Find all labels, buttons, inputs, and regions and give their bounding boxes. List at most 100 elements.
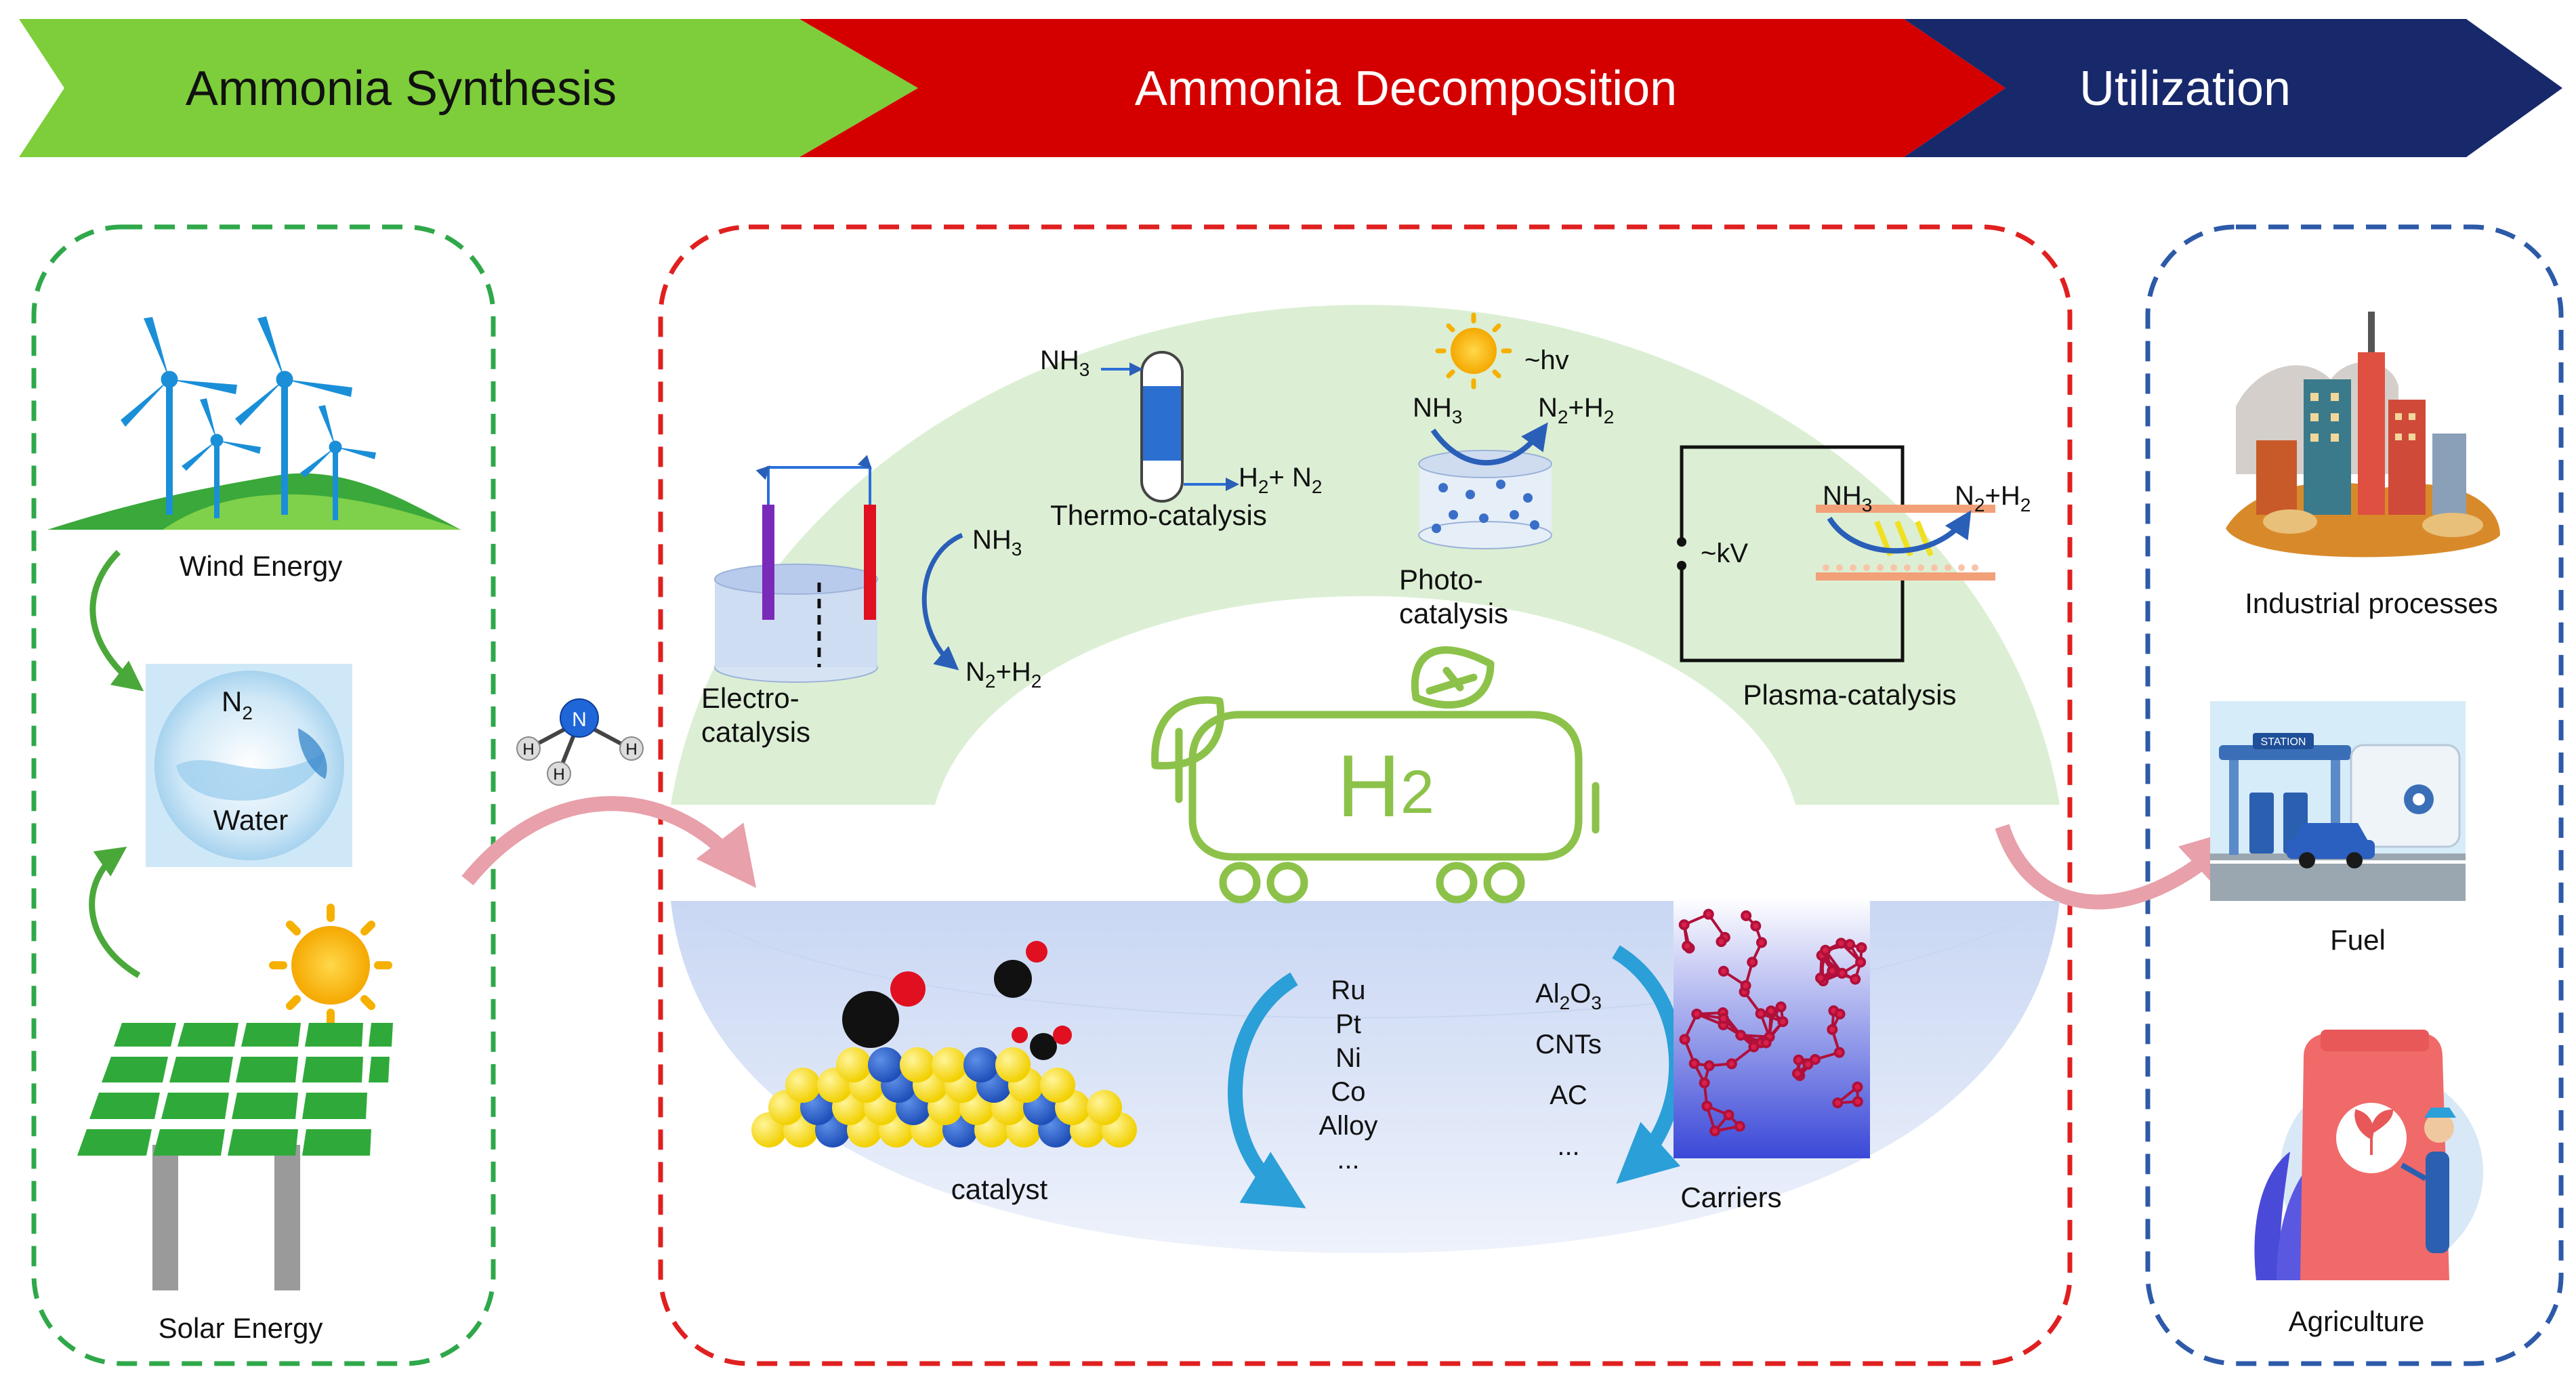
photo-hv-label: ~hv [1524,345,1569,375]
lattice-node [1857,944,1865,952]
ammonia-molecule-icon: N H H H [517,699,643,785]
catalyst-atom [1087,1090,1122,1125]
wind-energy-label: Wind Energy [180,550,342,582]
solar-energy-label: Solar Energy [159,1312,323,1344]
molecule-h3-label: H [625,740,637,759]
lattice-node [1837,939,1845,947]
lattice-node [1828,1026,1836,1034]
catalyst-atom [836,1047,871,1082]
lattice-node [1703,1102,1711,1110]
lattice-node [1804,1060,1812,1068]
lattice-node [1717,938,1725,946]
adsorbed-molecule-atom [1030,1033,1057,1060]
metal-item: ... [1337,1145,1359,1175]
lattice-node [1681,1035,1689,1043]
photo-catalysis-label-2: catalysis [1399,597,1508,629]
agriculture-illustration [2254,1030,2483,1280]
adsorbed-molecule-atom [1053,1026,1072,1045]
carrier-item: AC [1550,1080,1587,1110]
catalyst-atom [868,1047,903,1082]
plasma-products-label: N2+H2 [1955,481,2031,515]
solar-cells [77,1023,393,1156]
lattice-node [1836,1010,1844,1018]
metal-item: Alloy [1319,1111,1378,1141]
hydrogen-symbol: H2 [1337,736,1434,835]
banner-utilization-label: Utilization [2079,62,2291,116]
adsorbed-molecule-atom [1012,1027,1028,1043]
lattice-node [1680,921,1688,929]
catalyst-atom [995,1047,1031,1082]
catalyst-atom [932,1047,967,1082]
lattice-node [1795,1056,1803,1064]
water-label: Water [213,804,288,836]
catalyst-atom [963,1047,999,1082]
lattice-node [1816,974,1825,982]
electro-catalysis-label-1: Electro- [701,682,799,714]
lattice-node [1724,1111,1732,1119]
adsorbed-molecule-atom [1026,941,1047,963]
adsorbed-molecule-atom [994,960,1032,998]
lattice-node [1720,967,1728,975]
metal-item: Co [1331,1077,1365,1107]
molecule-h1-label: H [522,740,534,759]
plasma-catalysis-label: Plasma-catalysis [1743,679,1956,711]
lattice-node [1748,958,1756,966]
lattice-node [1767,1007,1775,1015]
metal-item: Ru [1331,975,1365,1005]
lattice-node [1793,1070,1802,1078]
electro-products-label: N2+H2 [965,657,1041,692]
lattice-node [1854,1097,1862,1105]
lattice-node [1821,946,1829,954]
station-sign-label: STATION [2261,736,2306,748]
molecule-n-label: N [572,709,587,731]
lattice-node [1736,1122,1744,1131]
wind-turbines-illustration [47,316,461,530]
solar-to-water-arrow [92,850,139,975]
lattice-node [1751,922,1760,930]
water-illustration: N2 Water [146,664,352,867]
carrier-structure-illustration [1674,898,1870,1158]
lattice-node [1757,1009,1765,1017]
lattice-node [1779,1017,1787,1026]
lattice-node [1762,1038,1770,1047]
lattice-node [1835,1049,1844,1057]
adsorbed-molecule-atom [842,991,899,1048]
lattice-node [1833,1099,1842,1107]
banner-synthesis-label: Ammonia Synthesis [186,62,617,116]
banner-decomposition-label: Ammonia Decomposition [1135,62,1677,116]
lattice-node [1777,1003,1785,1011]
carriers-label: Carriers [1680,1181,1781,1213]
lattice-node [1851,975,1859,984]
lattice-node [1705,910,1713,919]
lattice-node [1728,1059,1736,1068]
sun-icon [273,908,388,1023]
thermo-products-label: H2+ N2 [1239,463,1322,497]
lattice-node [1853,1083,1861,1091]
banner: Ammonia Synthesis Ammonia Decomposition … [19,19,2562,157]
methods-arch [671,305,2060,805]
lattice-node [1711,1127,1719,1135]
lattice-node [1690,1059,1699,1068]
lattice-node [1742,982,1750,990]
photo-products-label: N2+H2 [1538,393,1614,427]
lattice-node [1720,1015,1728,1023]
catalyst-label: catalyst [951,1173,1048,1205]
metal-item: Pt [1335,1009,1361,1039]
adsorbed-molecule-atom [890,971,926,1007]
agriculture-label: Agriculture [2289,1305,2425,1337]
photo-catalysis-label-1: Photo- [1399,564,1483,595]
lattice-node [1705,1061,1713,1070]
thermo-catalysis-label: Thermo-catalysis [1050,499,1267,531]
catalyst-atom [1040,1068,1075,1103]
solar-panel-illustration [77,1023,393,1290]
lattice-node [1737,1031,1745,1039]
lattice-node [1683,942,1691,950]
fuel-label: Fuel [2330,924,2386,956]
electro-cathode [864,505,876,620]
electro-catalysis-label-2: catalysis [701,716,810,748]
industrial-label: Industrial processes [2245,587,2498,619]
metal-item: Ni [1335,1043,1361,1073]
lattice-node [1838,969,1846,977]
industrial-illustration [2226,312,2500,557]
